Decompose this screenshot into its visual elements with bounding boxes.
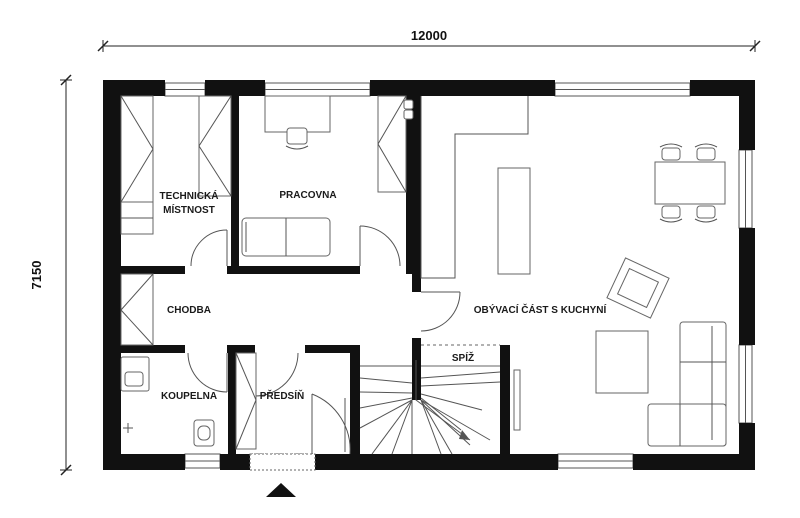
office-furniture xyxy=(241,95,414,257)
room-label-obyvaci: OBÝVACÍ ČÁST S KUCHYNÍ xyxy=(474,303,607,316)
coffee-table xyxy=(595,330,649,394)
armchair xyxy=(606,257,670,319)
bathroom-fixtures xyxy=(120,356,215,447)
width-dimension-label: 12000 xyxy=(411,28,447,43)
width-dimension: 12000 xyxy=(97,28,761,52)
interior-walls xyxy=(121,96,510,454)
technical-room-cabinets xyxy=(120,95,232,235)
room-label-technicka-2: MÍSTNOST xyxy=(163,203,215,216)
room-label-pracovna: PRACOVNA xyxy=(279,190,336,201)
height-dimension-label: 7150 xyxy=(29,261,44,290)
corner-sofa xyxy=(647,321,727,447)
pantry-divider xyxy=(421,344,500,367)
entrance-wardrobe xyxy=(235,352,257,450)
windows xyxy=(164,82,753,469)
exterior-walls xyxy=(103,80,755,470)
doors xyxy=(187,225,461,471)
staircase xyxy=(359,360,501,455)
room-label-spiz: SPÍŽ xyxy=(452,351,474,364)
dining-set xyxy=(654,143,726,223)
room-label-koupelna: KOUPELNA xyxy=(161,391,217,402)
pantry-shelf xyxy=(513,369,521,431)
height-dimension: 7150 xyxy=(29,74,72,476)
room-label-chodba: CHODBA xyxy=(167,305,211,316)
kitchen-counter xyxy=(420,96,531,279)
room-label-technicka: TECHNICKÁ xyxy=(160,189,219,202)
entrance-arrow-icon xyxy=(266,483,296,497)
hallway-wardrobe xyxy=(120,273,154,346)
room-label-predsin: PŘEDSÍŇ xyxy=(260,389,304,402)
